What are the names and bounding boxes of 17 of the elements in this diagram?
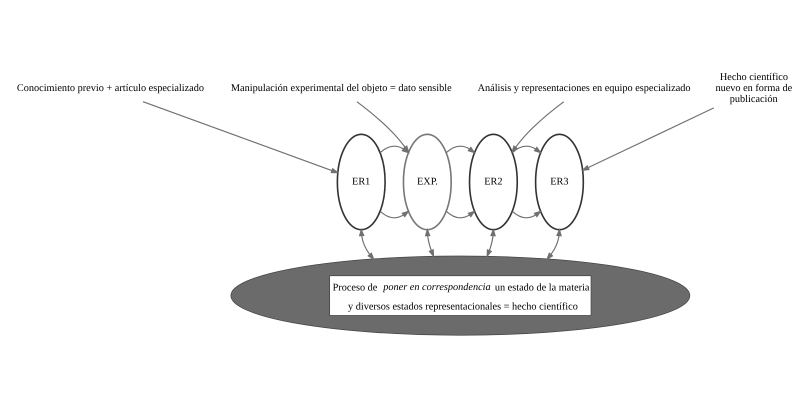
arrow bbox=[512, 210, 542, 218]
arrow bbox=[446, 146, 476, 154]
node-text: Conocimiento previo + artículo especializado bbox=[16, 83, 204, 94]
arrow bbox=[486, 228, 496, 258]
arrow bbox=[358, 228, 375, 260]
node-text: Análisis y representaciones en equipo especializado bbox=[478, 83, 691, 94]
arrow bbox=[424, 228, 434, 258]
node-ellipse: Proceso de poner en correspondencia un estado de la materia y diversos estados representacionales = hecho científico bbox=[230, 256, 690, 336]
arrow bbox=[380, 210, 410, 218]
arrow bbox=[581, 107, 714, 171]
arrow bbox=[546, 228, 562, 260]
node-text: Hecho científico nuevo en forma de publicación bbox=[715, 72, 792, 106]
arrow bbox=[446, 210, 476, 218]
node-ellipse: ER3 bbox=[534, 133, 584, 231]
arrow bbox=[142, 101, 340, 174]
node-text: Manipulación experimental del objeto = dato sensible bbox=[230, 83, 452, 94]
node-ellipse: ER1 bbox=[336, 133, 386, 231]
